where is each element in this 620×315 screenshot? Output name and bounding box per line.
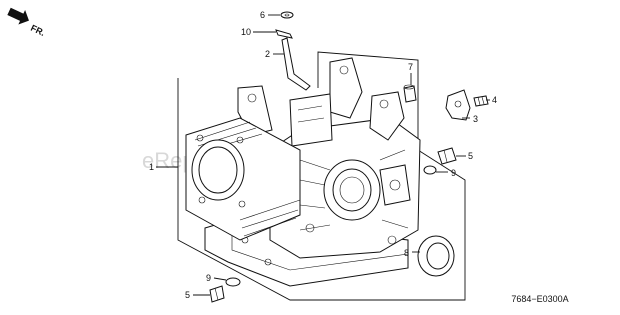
- leader-lines: [156, 14, 490, 296]
- callout-9-lower: 9: [206, 273, 211, 283]
- callout-4: 4: [492, 95, 497, 105]
- callout-8: 8: [404, 248, 409, 258]
- part-9-washer-lower: [225, 277, 241, 287]
- callout-1: 1: [149, 162, 154, 172]
- front-arrow-icon: [7, 7, 29, 25]
- callout-7: 7: [408, 62, 413, 72]
- callout-6: 6: [260, 10, 265, 20]
- part-7-pin: [403, 84, 417, 103]
- direction-label: FR.: [29, 23, 46, 38]
- cylinder-block: [185, 57, 421, 287]
- part-6-washer: [280, 11, 294, 19]
- callout-5-upper: 5: [468, 151, 473, 161]
- callout-5-lower: 5: [185, 290, 190, 300]
- part-3-bracket: [445, 89, 471, 121]
- callout-2: 2: [265, 49, 270, 59]
- part-5-bolt-upper: [437, 147, 457, 165]
- part-1-bracket: [177, 51, 466, 301]
- callout-3: 3: [473, 114, 478, 124]
- diagram-code: 7684−E0300A: [511, 294, 568, 304]
- part-2-rod: [281, 37, 311, 91]
- part-5-bolt-lower: [209, 285, 225, 303]
- callouts: 6 10 2 7 4 3 1 5 9 8 9 5: [149, 10, 497, 300]
- direction-marker: FR.: [7, 7, 47, 38]
- part-4-bolt: [473, 95, 489, 107]
- part-10-clip: [275, 29, 293, 39]
- part-9-washer-upper: [423, 165, 437, 175]
- callout-9-upper: 9: [451, 168, 456, 178]
- callout-10: 10: [241, 27, 251, 37]
- part-8-oil-seal: [417, 235, 455, 277]
